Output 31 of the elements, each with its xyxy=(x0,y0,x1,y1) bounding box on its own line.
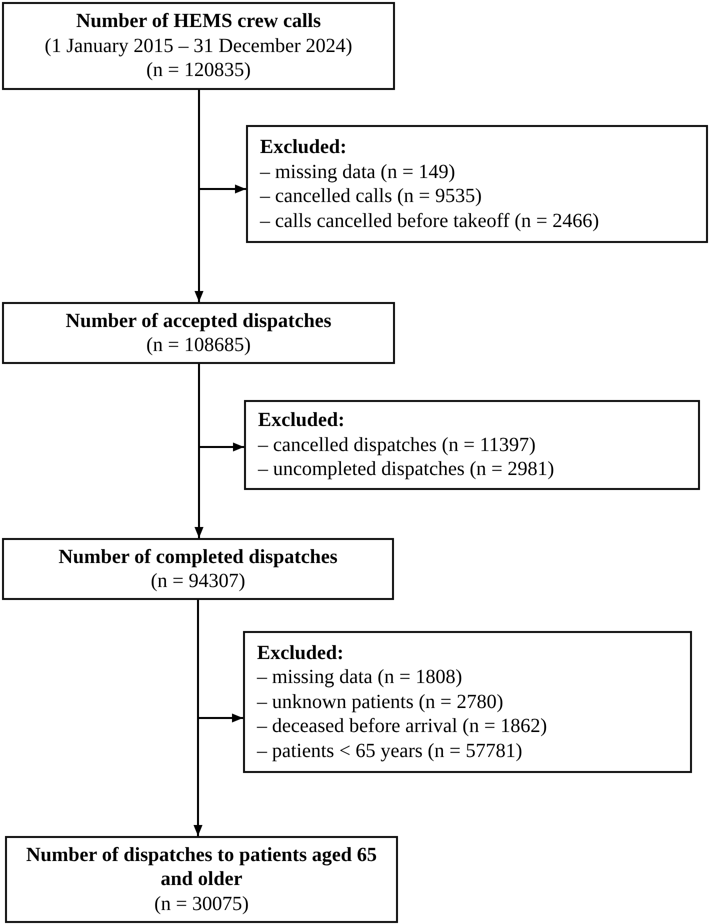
box-text: (1 January 2015 – 31 December 2024) xyxy=(44,34,352,58)
exclusion-item: – patients < 65 years (n = 57781) xyxy=(257,738,522,764)
exclusion-item: – cancelled calls (n = 9535) xyxy=(260,184,482,208)
exclusion-box xyxy=(244,400,700,490)
arrow xyxy=(194,364,204,538)
flow-box xyxy=(2,302,395,364)
box-heading: Excluded: xyxy=(258,408,345,433)
arrow xyxy=(194,90,204,302)
box-text: (n = 120835) xyxy=(146,58,251,83)
exclusion-item: – missing data (n = 1808) xyxy=(257,665,462,690)
exclusion-box xyxy=(246,125,708,243)
box-text: (n = 30075) xyxy=(154,892,249,916)
box-text: (n = 94307) xyxy=(150,569,246,594)
box-heading: Excluded: xyxy=(257,640,344,666)
box-title: Number of HEMS crew calls xyxy=(76,9,321,34)
box-title: Number of dispatches to patients aged 65 and older xyxy=(25,842,378,892)
flow-box xyxy=(2,2,395,90)
flow-box xyxy=(5,836,398,923)
exclusion-item: – uncompleted dispatches (n = 2981) xyxy=(258,457,554,482)
exclusion-item: – calls cancelled before takeoff (n = 2466) xyxy=(260,208,600,233)
exclusion-item: – missing data (n = 149) xyxy=(260,160,456,184)
flow-box xyxy=(2,538,394,600)
exclusion-item: – deceased before arrival (n = 1862) xyxy=(257,714,548,739)
box-text: (n = 108685) xyxy=(146,333,251,358)
box-title: Number of accepted dispatches xyxy=(66,308,332,333)
arrow xyxy=(194,600,202,836)
box-title: Number of completed dispatches xyxy=(58,544,338,569)
box-heading: Excluded: xyxy=(260,135,347,160)
exclusion-item: – cancelled dispatches (n = 11397) xyxy=(258,432,536,458)
exclusion-item: – unknown patients (n = 2780) xyxy=(257,690,504,714)
exclusion-box xyxy=(243,631,692,773)
